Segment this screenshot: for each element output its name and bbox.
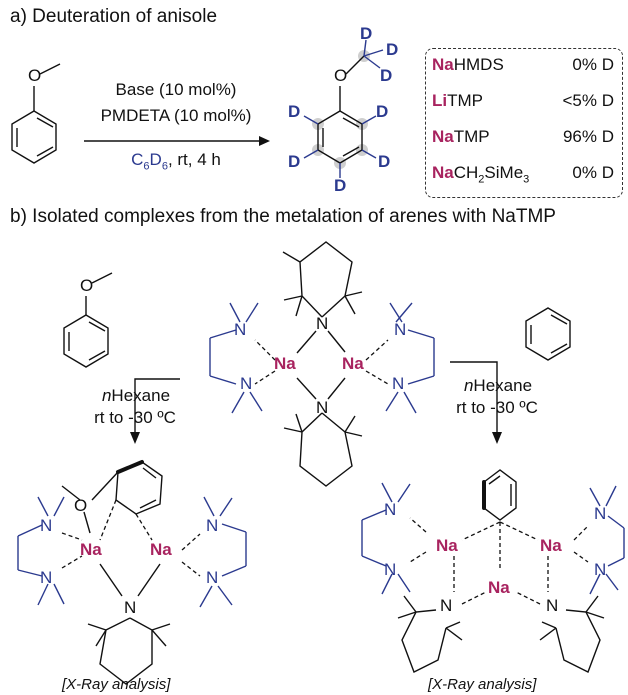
atom-d-methyl-3: D bbox=[380, 66, 393, 85]
section-b-title: b) Isolated complexes from the metalatio… bbox=[10, 206, 556, 227]
condition-base: Base (10 mol%) bbox=[115, 80, 237, 99]
atom-o-reactant: O bbox=[28, 66, 42, 85]
left-condition-temp: rt to -30 ºC bbox=[94, 408, 176, 427]
atom-n-right-product-pmdeta-1: N bbox=[384, 500, 397, 519]
atom-o-product: O bbox=[334, 66, 348, 85]
atom-o-left-product: O bbox=[74, 496, 88, 515]
natmp-pmdeta-dimer bbox=[209, 241, 435, 487]
atom-d-ortho-right: D bbox=[376, 102, 389, 121]
atom-na-left-product-1: Na bbox=[80, 540, 102, 559]
atom-d-meta-left: D bbox=[288, 152, 301, 171]
atom-o-left-anisole: O bbox=[80, 276, 94, 295]
xray-label-left: [X-Ray analysis] bbox=[62, 676, 171, 693]
atom-n-pmdeta-left-bottom: N bbox=[240, 374, 253, 393]
atom-n-left-product-pmdeta-3: N bbox=[206, 516, 219, 535]
atom-na-right-product-2: Na bbox=[540, 536, 562, 555]
left-condition-solvent: nHexane bbox=[101, 386, 171, 405]
atom-n-pmdeta-right-bottom: N bbox=[392, 374, 405, 393]
atom-na-right-product-1: Na bbox=[436, 536, 458, 555]
atom-n-pmdeta-right-top: N bbox=[394, 320, 407, 339]
atom-na-right-product-3: Na bbox=[488, 578, 510, 597]
atom-n-top-tmp: N bbox=[316, 314, 329, 333]
arrow-left-branch bbox=[134, 378, 180, 440]
phenyl-trisodium-complex bbox=[361, 469, 625, 673]
results-table: NaHMDS 0% D LiTMP <5% D NaTMP 96% D NaCH… bbox=[425, 48, 623, 198]
atom-d-meta-right: D bbox=[378, 152, 391, 171]
atom-na-left: Na bbox=[274, 354, 296, 373]
condition-ligand: PMDETA (10 mol%) bbox=[100, 106, 252, 125]
atom-n-left-product-pmdeta-2: N bbox=[40, 568, 53, 587]
atom-d-methyl-1: D bbox=[360, 24, 373, 43]
atom-na-right: Na bbox=[342, 354, 364, 373]
right-condition-temp: rt to -30 ºC bbox=[456, 398, 538, 417]
result-row-nahmds: NaHMDS 0% D bbox=[432, 55, 614, 74]
condition-solvent: C6D6, rt, 4 h bbox=[131, 150, 221, 173]
result-row-litmp: LiTMP <5% D bbox=[432, 91, 614, 110]
anisole-left bbox=[63, 272, 113, 368]
right-condition-solvent: nHexane bbox=[463, 376, 533, 395]
atom-n-right-product-pmdeta-4: N bbox=[594, 560, 607, 579]
atom-na-left-product-2: Na bbox=[150, 540, 172, 559]
atom-d-methyl-2: D bbox=[386, 40, 399, 59]
atom-n-left-product-pmdeta-4: N bbox=[206, 568, 219, 587]
atom-n-right-product-pmdeta-3: N bbox=[594, 504, 607, 523]
anisyl-sodium-complex bbox=[17, 460, 247, 685]
atom-n-bottom-tmp: N bbox=[316, 398, 329, 417]
atom-n-pmdeta-left-top: N bbox=[234, 320, 247, 339]
anisole-reactant bbox=[11, 63, 61, 164]
section-a-title: a) Deuteration of anisole bbox=[10, 6, 218, 27]
atom-n-left-product-pmdeta-1: N bbox=[40, 516, 53, 535]
arrow-right-branch bbox=[450, 361, 498, 440]
result-row-nach2sime3: NaCH2SiMe3 0% D bbox=[432, 163, 614, 186]
deuterated-anisole bbox=[303, 39, 384, 178]
result-row-natmp: NaTMP 96% D bbox=[432, 127, 614, 146]
atom-n-right-product-pmdeta-2: N bbox=[384, 560, 397, 579]
benzene-right bbox=[525, 307, 571, 361]
xray-label-right: [X-Ray analysis] bbox=[428, 676, 537, 693]
atom-d-para: D bbox=[334, 176, 347, 195]
atom-n-right-product-tmp-1: N bbox=[440, 596, 453, 615]
atom-d-ortho-left: D bbox=[288, 102, 301, 121]
atom-n-left-product-tmp: N bbox=[124, 598, 137, 617]
atom-n-right-product-tmp-2: N bbox=[546, 596, 559, 615]
